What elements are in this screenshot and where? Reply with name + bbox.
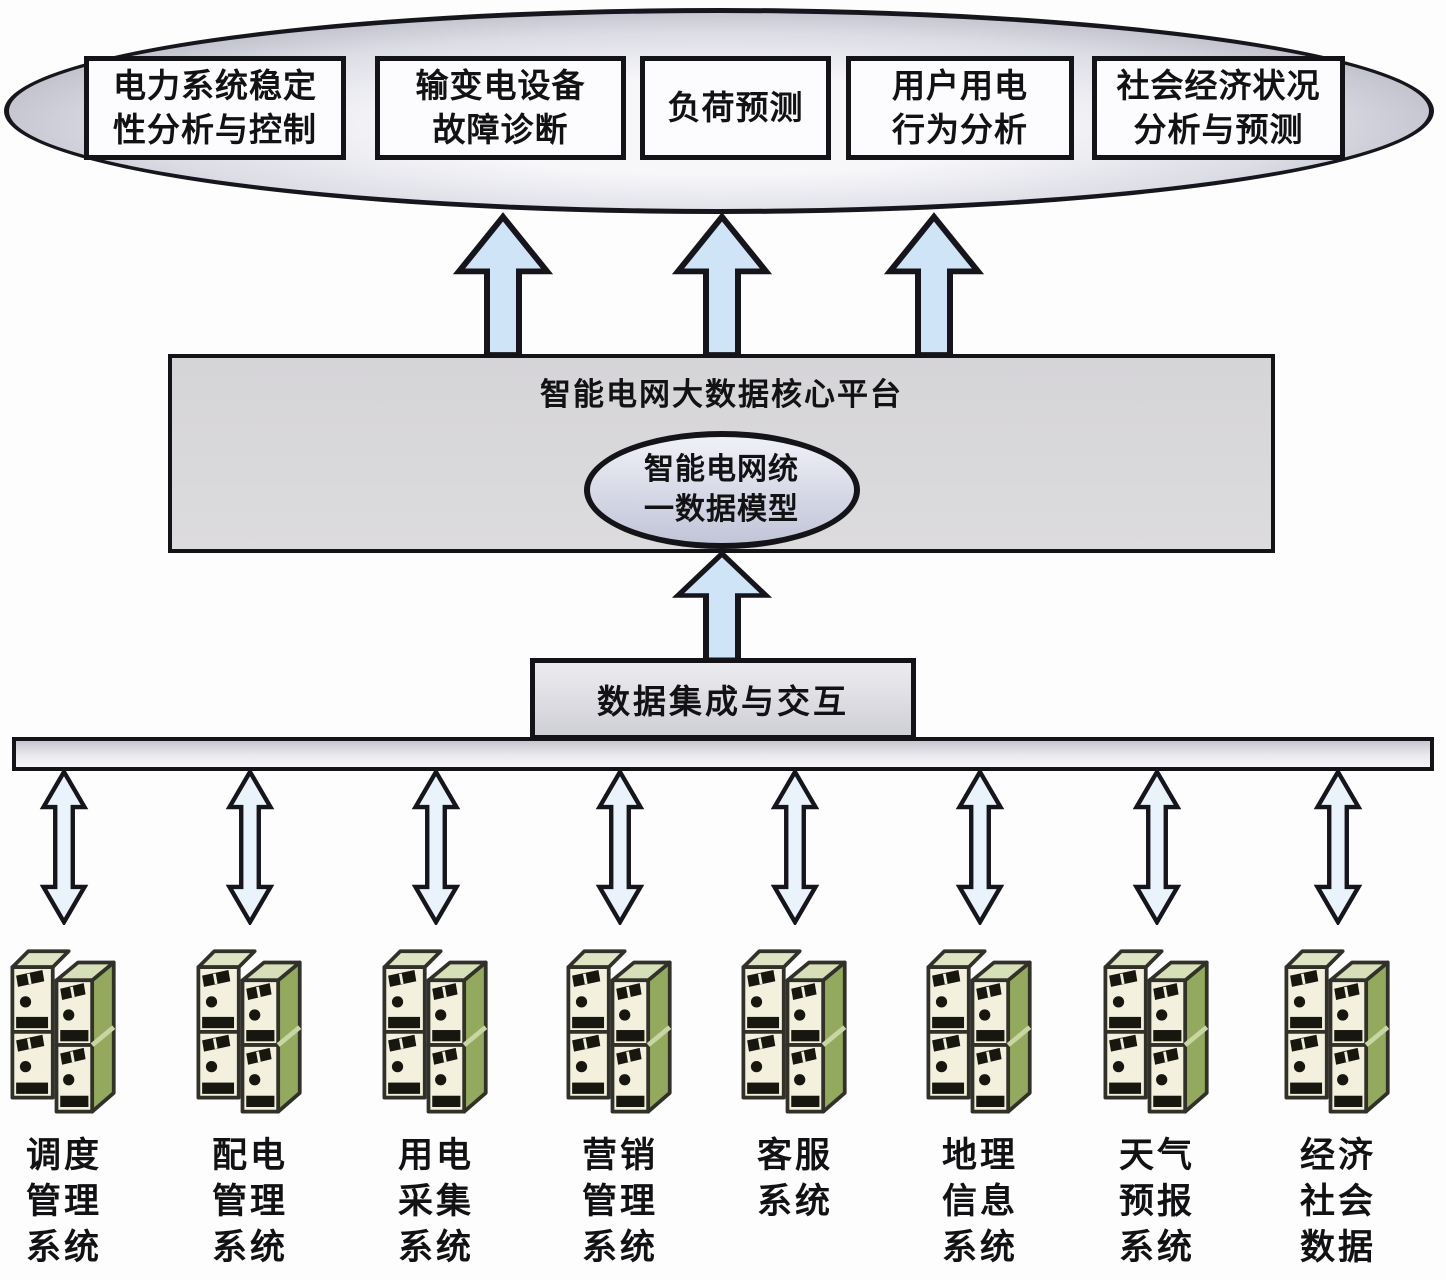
app-box-load-forecast: 负荷预测 [640,56,831,160]
system-column-distribution: 配电 管理 系统 [175,769,325,1272]
app-box-user-behavior: 用户用电 行为分析 [846,56,1074,160]
double-arrow-icon [594,769,646,925]
system-column-consumption-collection: 用电 采集 系统 [361,769,511,1272]
app-box-stability-analysis: 电力系统稳定 性分析与控制 [84,56,346,160]
data-bus-bar [12,737,1434,771]
server-stack-icon [375,925,497,1121]
platform-box: 智能电网大数据核心平台 智能电网统 一数据模型 [168,354,1275,553]
server-stack-icon [1096,925,1218,1121]
system-label: 营销 管理 系统 [581,1136,658,1268]
system-label: 地理 信息 系统 [941,1136,1018,1268]
app-box-socioeconomic: 社会经济状况 分析与预测 [1092,56,1345,160]
server-stack-icon [559,925,681,1121]
system-column-marketing: 营销 管理 系统 [545,769,695,1272]
server-stack-icon [919,925,1041,1121]
integration-box: 数据集成与交互 [530,658,916,740]
double-arrow-icon [1131,769,1183,925]
app-box-fault-diagnosis: 输变电设备 故障诊断 [375,56,626,160]
double-arrow-icon [410,769,462,925]
double-arrow-icon [1312,769,1364,925]
system-label: 天气 预报 系统 [1118,1136,1195,1268]
server-stack-icon [3,925,125,1121]
system-label: 客服 系统 [756,1136,833,1222]
server-stack-icon [734,925,856,1121]
system-column-weather: 天气 预报 系统 [1082,769,1232,1272]
unified-data-model-ellipse: 智能电网统 一数据模型 [583,431,860,549]
system-column-customer-service: 客服 系统 [720,769,870,1225]
system-column-economic-data: 经济 社会 数据 [1263,769,1413,1272]
double-arrow-icon [769,769,821,925]
server-stack-icon [189,925,311,1121]
system-label: 用电 采集 系统 [397,1136,474,1268]
up-arrow-icon [672,550,772,662]
system-column-dispatch: 调度 管理 系统 [0,769,139,1272]
system-label: 经济 社会 数据 [1299,1136,1376,1268]
server-stack-icon [1277,925,1399,1121]
system-label: 调度 管理 系统 [25,1136,102,1268]
up-arrow-icon [672,212,772,358]
system-column-gis: 地理 信息 系统 [905,769,1055,1272]
double-arrow-icon [224,769,276,925]
platform-title: 智能电网大数据核心平台 [540,377,903,412]
system-label: 配电 管理 系统 [211,1136,288,1268]
double-arrow-icon [954,769,1006,925]
up-arrow-icon [884,212,984,358]
double-arrow-icon [38,769,90,925]
up-arrow-icon [453,212,553,358]
